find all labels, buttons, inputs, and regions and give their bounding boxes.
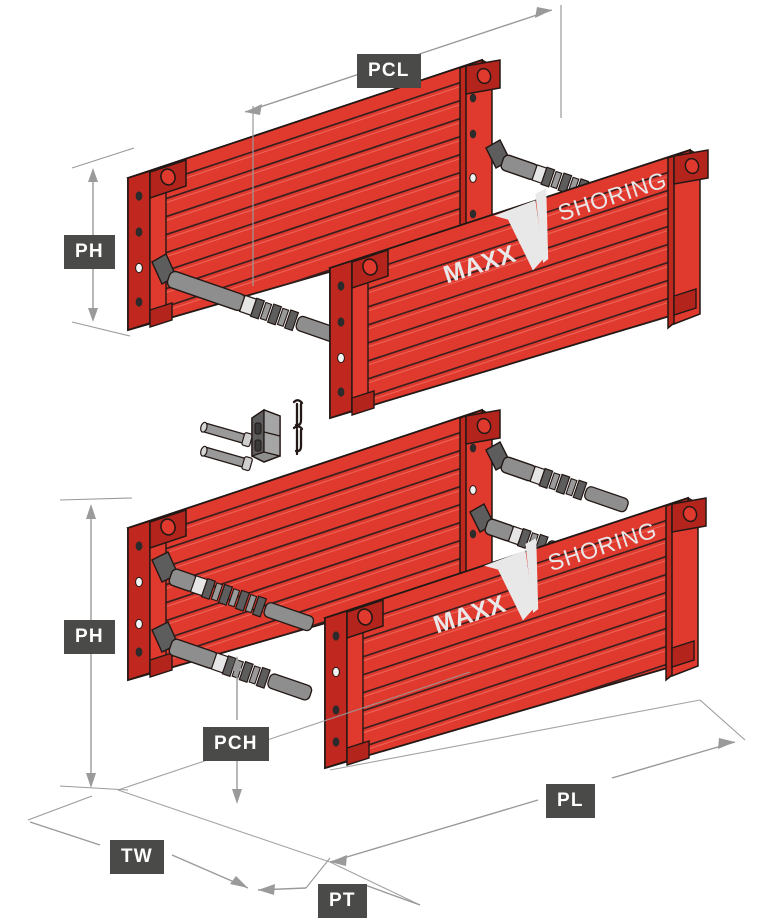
upper-front-left-post (329, 248, 389, 420)
lower-front-panel: MAXX SHORING (323, 496, 707, 770)
dimension-label-pt: PT (318, 884, 367, 918)
connector-pin-lower (200, 445, 253, 472)
dimension-label-tw: TW (110, 840, 164, 874)
lower-front-right-post (665, 496, 707, 682)
ground-reference-lines (117, 671, 701, 906)
upper-rear-left-post (127, 158, 187, 332)
upper-strut-left (151, 253, 339, 343)
lower-strut-left-bottom (151, 621, 313, 701)
dimension-label-ph-lower: PH (64, 620, 115, 654)
lower-strut-right-top (485, 441, 629, 513)
lower-strut-left-top (151, 551, 315, 632)
connector-hardware-group (200, 399, 304, 472)
lower-assembly: MAXX SHORING (126, 408, 707, 770)
upper-rear-panel-ribs (128, 71, 482, 330)
stacking-coupler-bracket (251, 408, 281, 463)
cotter-pin-lower (292, 425, 304, 456)
logo-mark-icon (494, 188, 549, 271)
upper-front-right-post (667, 148, 709, 330)
dimension-label-pch: PCH (203, 727, 269, 761)
lower-rear-right-post (459, 408, 501, 598)
connector-pin-upper (200, 421, 253, 448)
lower-front-panel-ribs (325, 509, 688, 768)
dimension-pch (232, 656, 242, 804)
dimension-pt (257, 857, 421, 906)
dimension-label-ph-upper: PH (64, 235, 115, 269)
lower-front-left-post (324, 598, 384, 770)
upper-assembly: MAXX SHORING (126, 58, 709, 420)
upper-rear-panel (126, 58, 501, 332)
logo-mark-icon-2 (484, 538, 539, 621)
dimension-label-pl: PL (546, 784, 595, 818)
dimension-lines (27, 5, 746, 906)
dimension-pl (329, 699, 746, 866)
dimension-tw (27, 795, 249, 889)
dimension-label-pcl: PCL (357, 54, 421, 88)
